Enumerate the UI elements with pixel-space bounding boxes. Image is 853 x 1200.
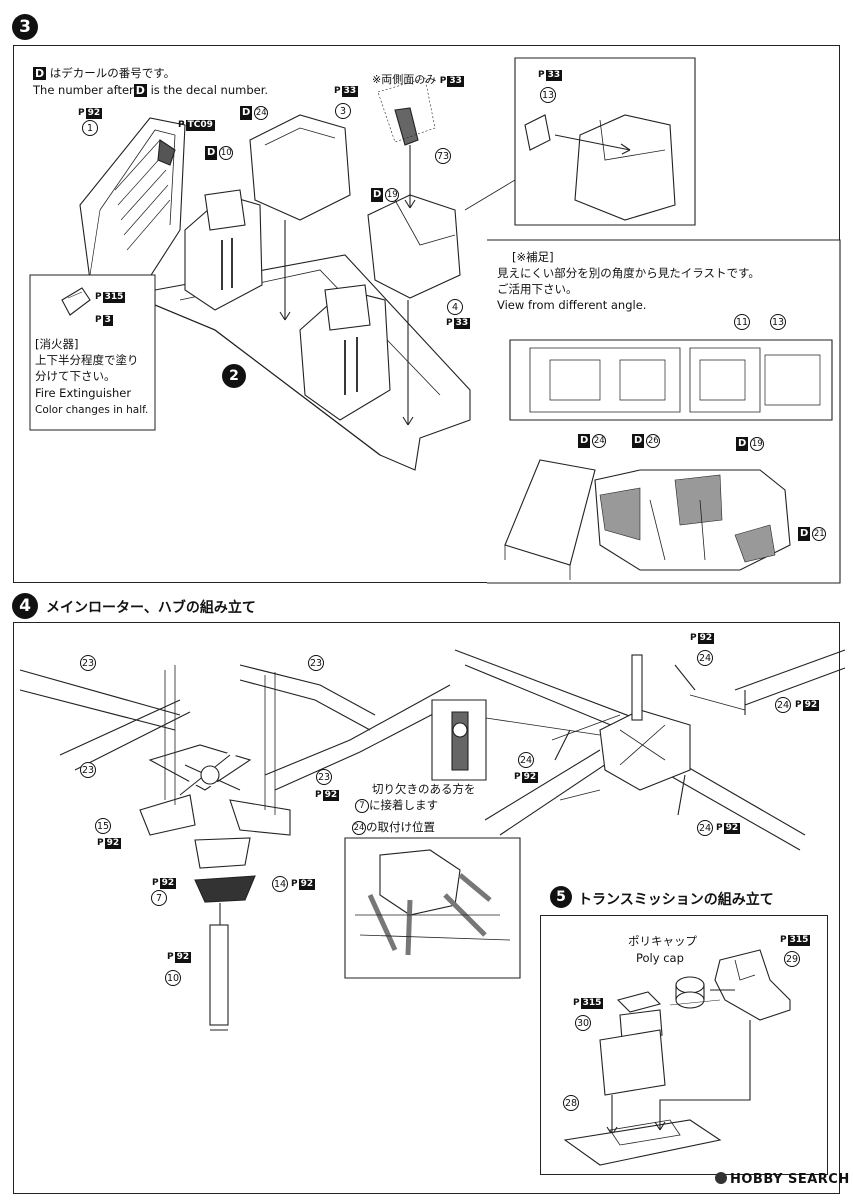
- part-15-callout: 15: [95, 818, 111, 834]
- part-23a-callout: 23: [80, 655, 96, 671]
- part-3-callout: 3: [335, 103, 351, 119]
- part-24d-callout: 24: [697, 820, 713, 836]
- supplement-jp-line2: ご活用下さい。: [497, 282, 578, 296]
- extinguisher-en-line2: Color changes in half.: [35, 404, 149, 416]
- watermark-logo-icon: [715, 1172, 727, 1184]
- step-4-number: 4: [12, 593, 38, 619]
- extinguisher-jp-line1: 上下半分程度で塗り: [35, 353, 139, 367]
- supplement-title: [※補足]: [512, 250, 554, 264]
- decal-note-jp: D はデカールの番号です。: [33, 66, 176, 80]
- decal-box: D: [33, 67, 47, 80]
- part-4-callout: 4: [447, 299, 463, 315]
- watermark: HOBBY SEARCH: [715, 1172, 850, 1187]
- notch-note-line1: 切り欠きのある方を: [372, 782, 476, 796]
- step-5-number: 5: [550, 886, 572, 908]
- step-3-number: 3: [12, 14, 38, 40]
- part-7-callout: 7: [151, 890, 167, 906]
- part-28-callout: 28: [563, 1095, 579, 1111]
- part-24b-callout: 24: [775, 697, 791, 713]
- part-1-callout: 1: [82, 120, 98, 136]
- part-10-callout: 10: [165, 970, 181, 986]
- step-4-title: メインローター、ハブの組み立て: [46, 600, 256, 616]
- part-13-callout: 13: [540, 87, 556, 103]
- step-4-frame: [13, 622, 840, 1194]
- polycap-jp: ポリキャップ: [628, 934, 697, 948]
- part-24a-callout: 24: [697, 650, 713, 666]
- part-23d-callout: 23: [316, 769, 332, 785]
- polycap-en: Poly cap: [636, 951, 684, 965]
- step-5-title: トランスミッションの組み立て: [578, 892, 774, 908]
- decal-box-2: D: [133, 84, 147, 97]
- step-5-frame: [540, 915, 828, 1175]
- extinguisher-jp-line2: 分けて下さい。: [35, 369, 116, 383]
- part-23b-callout: 23: [308, 655, 324, 671]
- part-11-callout: 11: [734, 314, 750, 330]
- extinguisher-en-line1: Fire Extinguisher: [35, 386, 132, 400]
- part-13b-callout: 13: [770, 314, 786, 330]
- part-73-callout: 73: [435, 148, 451, 164]
- supplement-jp-line1: 見えにくい部分を別の角度から見たイラストです。: [497, 266, 760, 280]
- part-24c-callout: 24: [518, 752, 534, 768]
- supplement-en: View from different angle.: [497, 298, 647, 312]
- part-14-callout: 14: [272, 876, 288, 892]
- extinguisher-jp-title: [消火器]: [35, 337, 79, 351]
- part-30-callout: 30: [575, 1015, 591, 1031]
- part-29-callout: 29: [784, 951, 800, 967]
- subassembly-2-marker: 2: [222, 364, 246, 388]
- part-23c-callout: 23: [80, 762, 96, 778]
